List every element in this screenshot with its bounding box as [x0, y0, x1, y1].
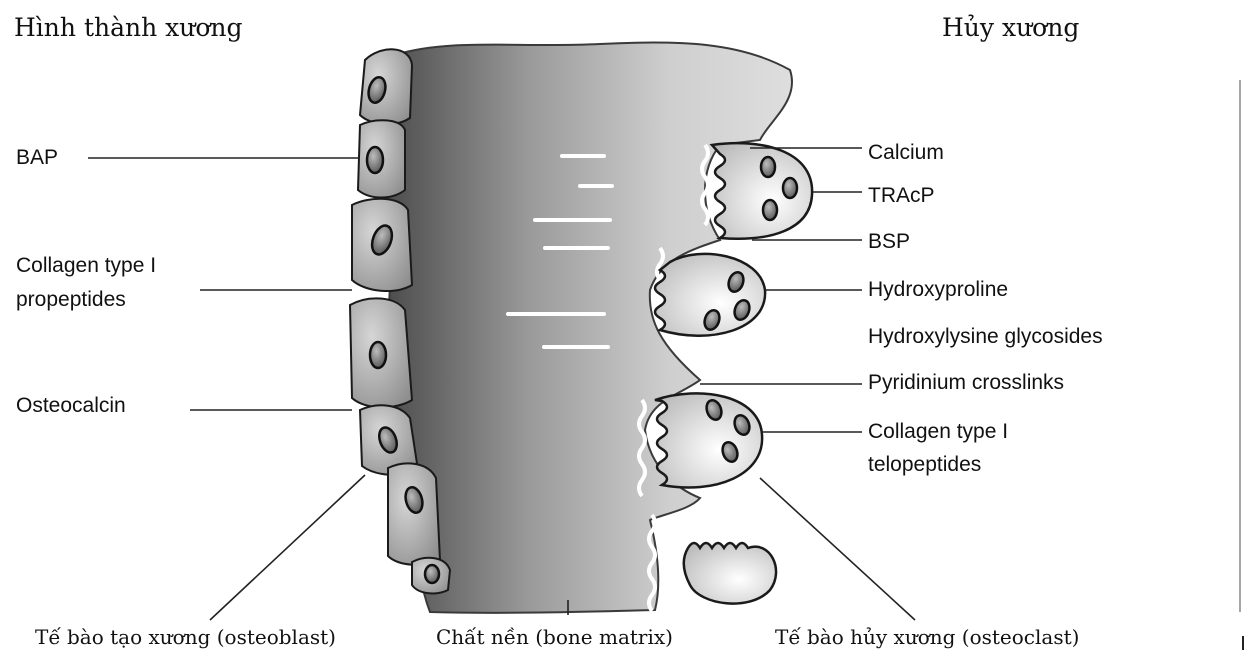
label-calcium: Calcium — [868, 141, 944, 165]
label-osteocalcin: Osteocalcin — [16, 394, 126, 418]
caption-osteoblast: Tế bào tạo xương (osteoblast) — [35, 626, 336, 649]
label-tracp: TRAcP — [868, 184, 935, 208]
label-collagen-telopeptides-line2: telopeptides — [868, 453, 981, 477]
label-bap: BAP — [16, 146, 58, 170]
label-collagen-propeptides-line2: propeptides — [16, 288, 126, 312]
label-hydroxylysine-glycosides: Hydroxylysine glycosides — [868, 325, 1103, 349]
osteoclast-cell — [684, 543, 776, 604]
label-collagen-propeptides-line1: Collagen type I — [16, 254, 156, 278]
resorption-heading: Hủy xương — [942, 14, 1079, 43]
caption-osteoclast: Tế bào hủy xương (osteoclast) — [775, 626, 1079, 649]
label-hydroxyproline: Hydroxyproline — [868, 278, 1008, 302]
formation-heading: Hình thành xương — [14, 14, 243, 43]
label-bsp: BSP — [868, 230, 910, 254]
label-collagen-telopeptides-line1: Collagen type I — [868, 420, 1008, 444]
osteoblast-cell — [388, 463, 440, 565]
caption-bone-matrix: Chất nền (bone matrix) — [436, 626, 673, 649]
label-pyridinium-crosslinks: Pyridinium crosslinks — [868, 371, 1064, 395]
